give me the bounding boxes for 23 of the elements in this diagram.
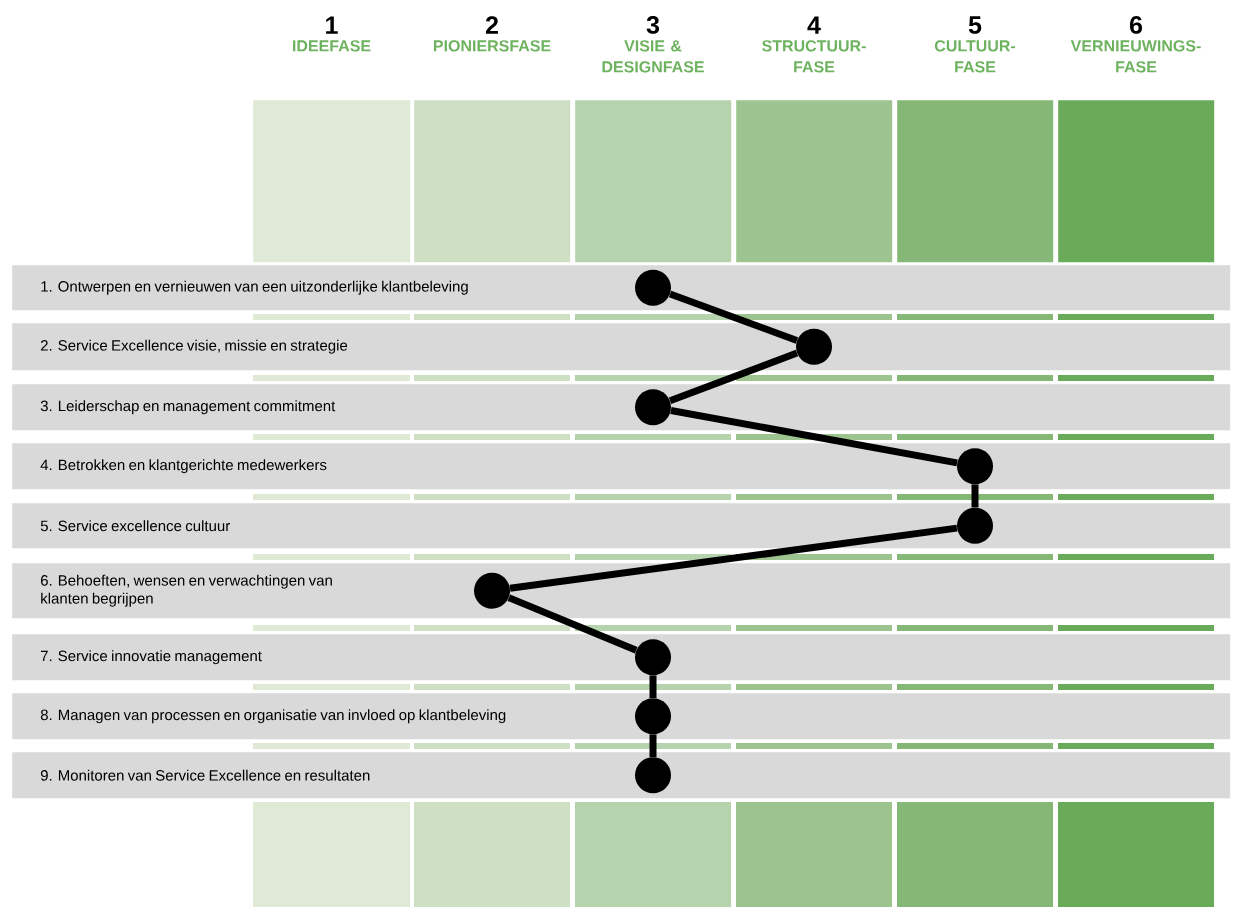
row-bar: 9. Monitoren van Service Excellence en resultaten [12, 752, 1231, 799]
row-bar: 1. Ontwerpen en vernieuwen van een uitzonderlijke klantbeleving [12, 265, 1231, 311]
connector-line [507, 594, 638, 654]
dot [635, 757, 671, 794]
row-bar: 3. Leiderschap en management commitment [12, 384, 1231, 431]
dot [635, 698, 671, 735]
dot [796, 328, 832, 365]
connector-line [668, 290, 799, 344]
dot [474, 572, 510, 609]
row-bar: 5. Service excellence cultuur [12, 503, 1231, 549]
connector-line [670, 407, 958, 467]
row-bar: 6. Behoeften, wensen en verwachtingen van klanten begrijpen [12, 563, 1231, 619]
row-bar: 7. Service innovatie management [12, 634, 1231, 681]
connector-line [509, 524, 958, 592]
row-bar: 4. Betrokken en klantgerichte medewerkers [12, 443, 1231, 490]
dot [635, 269, 671, 306]
dot [957, 507, 993, 544]
connector-line [668, 349, 799, 405]
dot [957, 448, 993, 485]
dot [635, 639, 671, 676]
row-bar: 2. Service Excellence visie, missie en strategie [12, 323, 1231, 371]
row-bar: 8. Managen van processen en organisatie van invloed op klantbeleving [12, 693, 1231, 740]
dot [635, 389, 671, 426]
